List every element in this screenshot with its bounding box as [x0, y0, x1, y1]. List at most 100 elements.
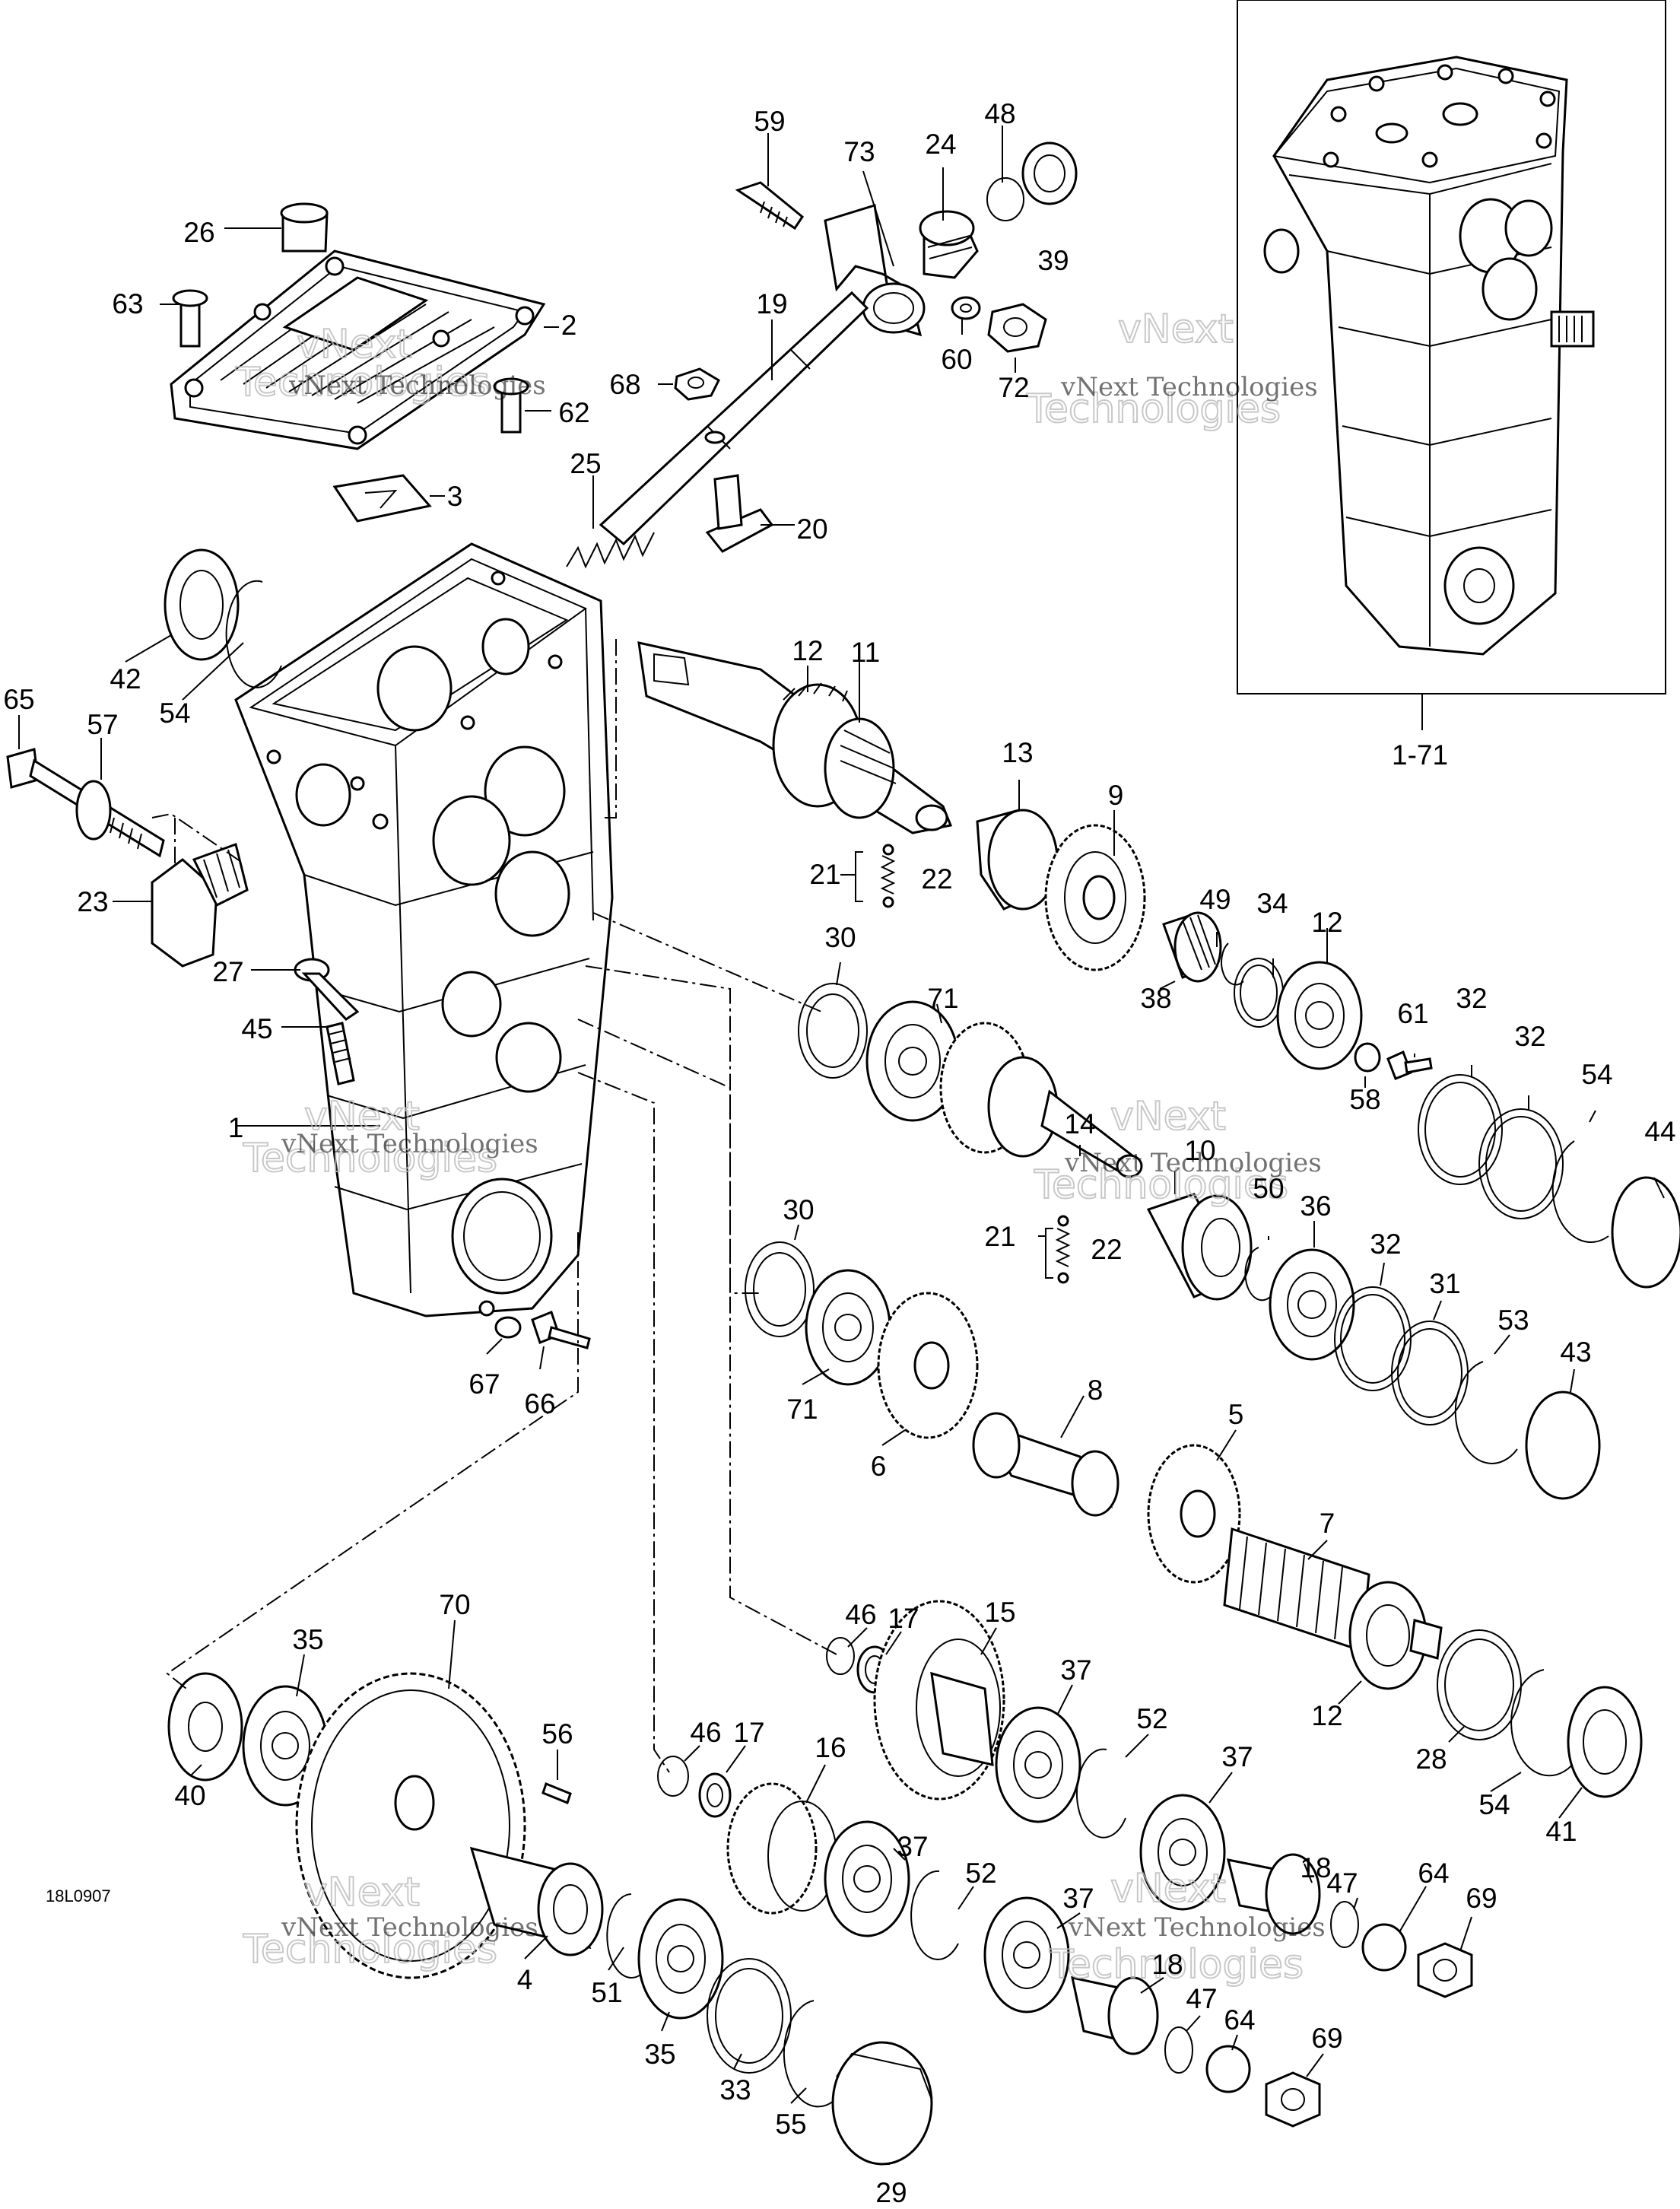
callout-label: 47: [1186, 1983, 1217, 2014]
callout-label: 46: [845, 1599, 876, 1630]
callout-label: 1: [228, 1112, 244, 1143]
watermark-vnext: vNext: [1110, 1094, 1226, 1139]
callout-label: 12: [1311, 907, 1342, 938]
callout-label: 13: [1002, 737, 1033, 768]
watermark-text: vNext Technologies: [1068, 1912, 1326, 1943]
callout-label: 52: [965, 1858, 996, 1889]
callout-label: 48: [984, 98, 1015, 129]
callout-label: 3: [447, 481, 463, 512]
callout-label: 37: [897, 1831, 928, 1862]
callout-label: 7: [1320, 1508, 1335, 1539]
lower-middle-row: [745, 1241, 1643, 1798]
assembly-center-lines: [151, 639, 837, 1773]
callout-label: 8: [1088, 1375, 1104, 1406]
callout-label: 71: [786, 1394, 818, 1425]
inset-label: 1-71: [1392, 739, 1448, 771]
callout-label: 42: [110, 663, 141, 694]
callout-label: 62: [558, 397, 589, 428]
callout-label: 16: [815, 1732, 846, 1763]
callout-label: 68: [609, 369, 640, 400]
inset-assembled-gearbox: [1237, 0, 1666, 730]
callout-label: 52: [1136, 1703, 1167, 1734]
cover-plate-group: [170, 202, 546, 523]
lower-right-row: [826, 1600, 1473, 1998]
watermark-text: vNext Technologies: [1060, 372, 1318, 402]
callout-label: 47: [1326, 1867, 1358, 1899]
callout-label: 66: [524, 1388, 555, 1419]
callout-label: 63: [112, 288, 143, 319]
callout-label: 60: [941, 344, 972, 375]
watermarks: vNext Technologies vNext Technologies vN…: [234, 306, 1326, 1988]
callout-label: 22: [921, 863, 952, 895]
callout-label: 2: [561, 310, 577, 341]
watermark-technologies: Technologies: [1026, 386, 1281, 432]
callout-label: 57: [87, 709, 118, 740]
callout-label: 9: [1108, 780, 1124, 811]
callout-label: 17: [733, 1717, 764, 1748]
callout-label: 18: [1151, 1949, 1183, 1980]
callout-label: 55: [775, 2109, 806, 2140]
callout-label: 41: [1545, 1816, 1577, 1847]
drawing-code: 18L0907: [46, 1886, 111, 1905]
callout-label: 50: [1253, 1173, 1284, 1204]
callout-label: 54: [159, 698, 190, 729]
callout-label: 69: [1466, 1883, 1497, 1914]
callout-label: 54: [1581, 1059, 1612, 1090]
callout-label: 17: [888, 1603, 919, 1634]
callout-label: 37: [1060, 1654, 1091, 1686]
callout-label: 6: [871, 1451, 887, 1482]
callout-label: 10: [1184, 1135, 1215, 1166]
watermark-technologies: Technologies: [1034, 1162, 1288, 1208]
callout-label: 70: [439, 1589, 470, 1620]
watermark-technologies: Technologies: [235, 360, 490, 405]
callout-label: 32: [1456, 983, 1487, 1014]
callout-label: 53: [1497, 1305, 1529, 1336]
callout-label: 15: [984, 1597, 1015, 1628]
watermark-technologies: Technologies: [243, 1136, 497, 1181]
watermark-text: vNext Technologies: [281, 1129, 538, 1159]
callout-label: 65: [3, 684, 34, 715]
callout-label: 59: [754, 106, 785, 137]
callout-label: 37: [1062, 1883, 1094, 1914]
callout-label: 14: [1064, 1108, 1095, 1139]
callout-label: 39: [1037, 245, 1069, 276]
callout-label: 67: [468, 1368, 500, 1400]
callout-label: 23: [77, 886, 108, 917]
callout-label: 5: [1228, 1399, 1244, 1430]
bottom-row: [167, 1672, 1321, 2166]
callout-label: 54: [1478, 1789, 1510, 1820]
watermark-technologies: Technologies: [243, 1927, 497, 1972]
watermark-vnext: vNext: [1118, 307, 1234, 352]
callout-label: 29: [875, 2177, 907, 2208]
middle-shaft-row: [798, 983, 1601, 1500]
callout-label: 32: [1514, 1021, 1545, 1052]
main-housing: [234, 542, 614, 1317]
watermark-vnext: vNext: [297, 322, 412, 367]
callout-label: 22: [1091, 1234, 1122, 1265]
callout-label: 45: [241, 1013, 272, 1044]
watermark-text: vNext Technologies: [288, 370, 546, 401]
callout-label: 19: [756, 288, 787, 319]
callout-label: 21: [809, 859, 840, 890]
callout-label: 24: [925, 129, 956, 160]
callout-label: 12: [792, 635, 823, 666]
callout-label: 27: [212, 956, 243, 987]
shift-shaft-group: [566, 141, 1078, 569]
callout-label: 28: [1415, 1743, 1447, 1775]
callout-label: 38: [1140, 983, 1171, 1014]
callout-label: 33: [719, 2074, 751, 2106]
callout-label: 30: [824, 922, 856, 953]
callout-label: 61: [1397, 998, 1428, 1029]
callout-labels: 26 63 2 62 3 59 73 24 48 39 19 60 72 68 …: [3, 98, 1675, 2208]
callout-label: 30: [783, 1194, 814, 1225]
callout-label: 21: [984, 1221, 1015, 1252]
callout-label: 35: [644, 2039, 675, 2070]
watermark-text: vNext Technologies: [1064, 1148, 1322, 1178]
callout-label: 25: [570, 448, 601, 479]
leader-lines: [18, 126, 1665, 2165]
callout-label: 36: [1300, 1190, 1331, 1222]
callout-label: 56: [541, 1718, 573, 1750]
callout-label: 4: [517, 1964, 533, 1995]
callout-label: 26: [183, 217, 214, 248]
